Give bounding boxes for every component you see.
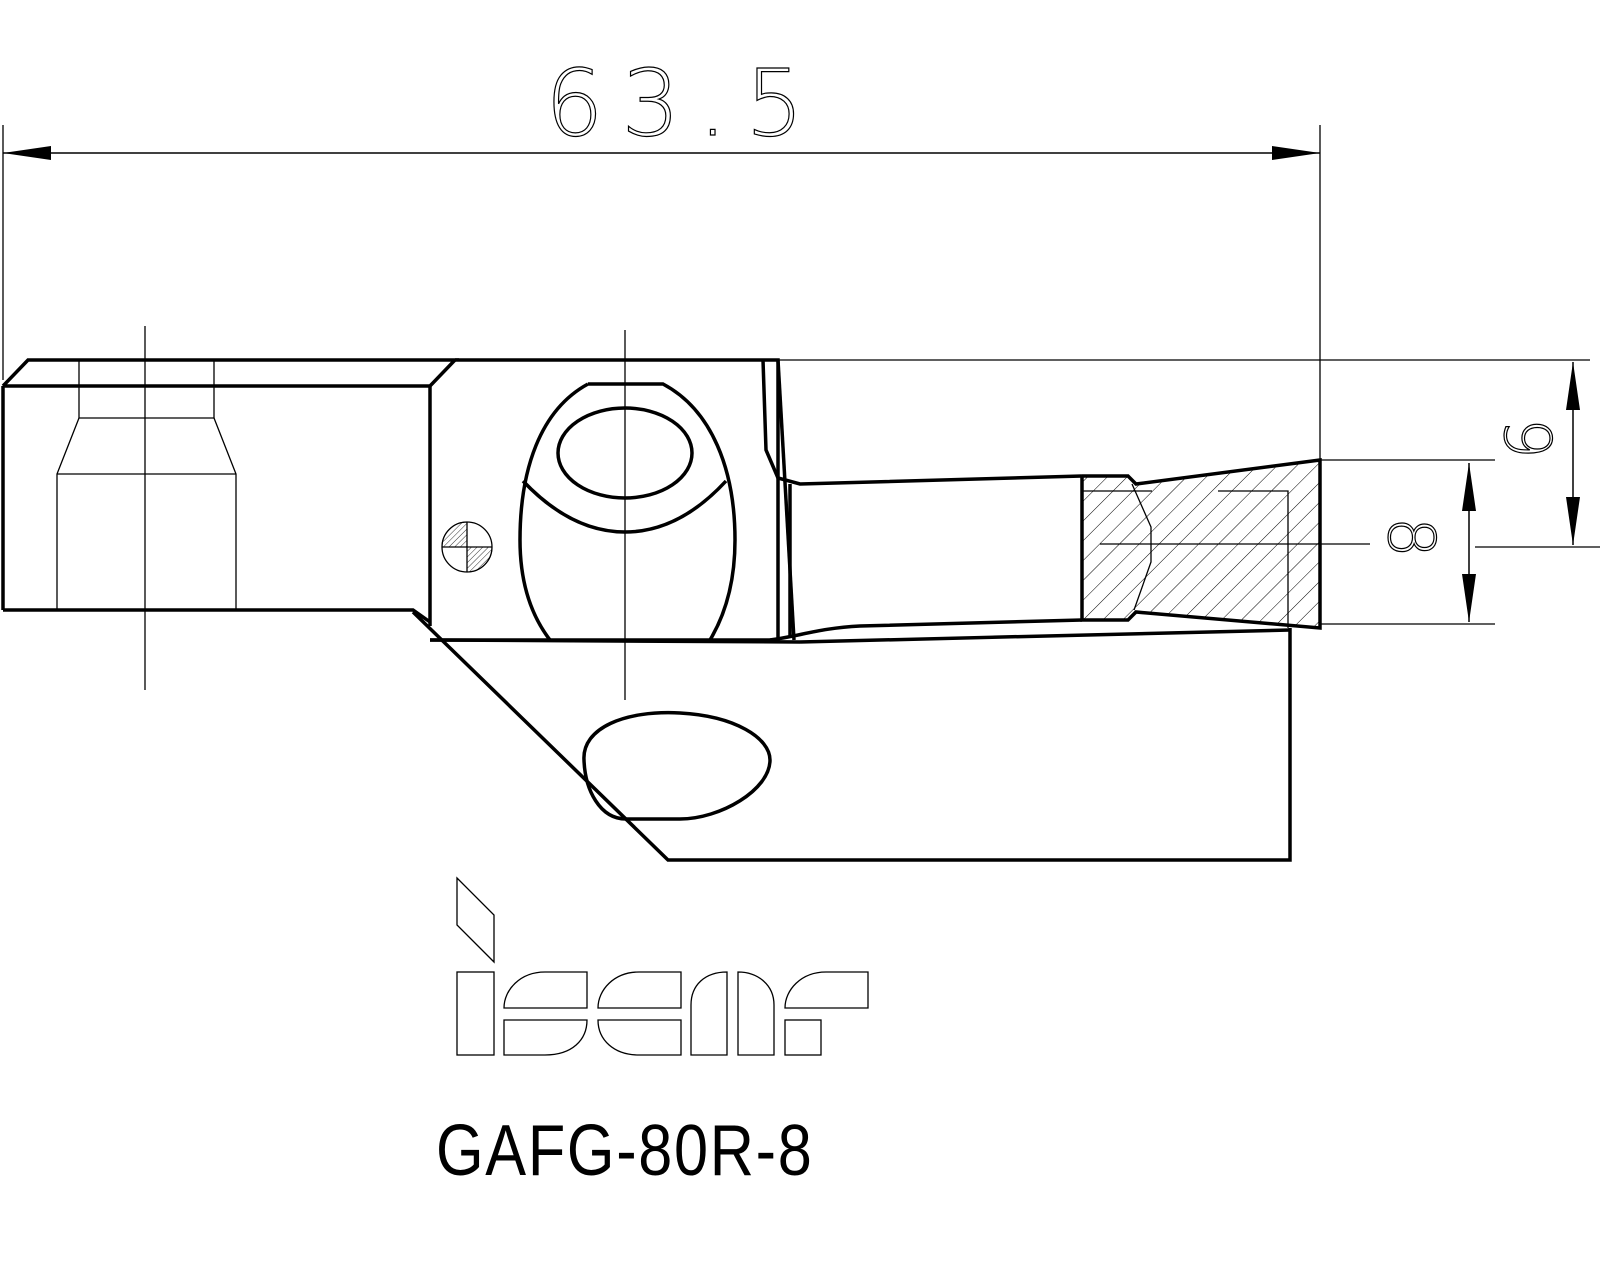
center-of-mass-icon <box>441 521 493 573</box>
screw-hole-top <box>78 360 215 419</box>
coolant-hole <box>582 710 772 821</box>
dimension-length: 63.5 <box>2 49 1321 620</box>
dimension-text-length: 63.5 <box>545 50 822 157</box>
iscar-logo <box>456 876 869 1056</box>
holder-body <box>411 330 1590 862</box>
part-number: GAFG-80R-8 <box>436 1111 814 1191</box>
dimension-text-9: 9 <box>1489 418 1563 459</box>
shank-block <box>1 326 460 690</box>
dimension-heights: 9 8 <box>1320 362 1600 625</box>
cutting-insert <box>1080 458 1370 630</box>
screw-hole-left <box>56 417 80 610</box>
dimension-text-8: 8 <box>1373 517 1447 558</box>
screw-pocket <box>518 382 737 642</box>
